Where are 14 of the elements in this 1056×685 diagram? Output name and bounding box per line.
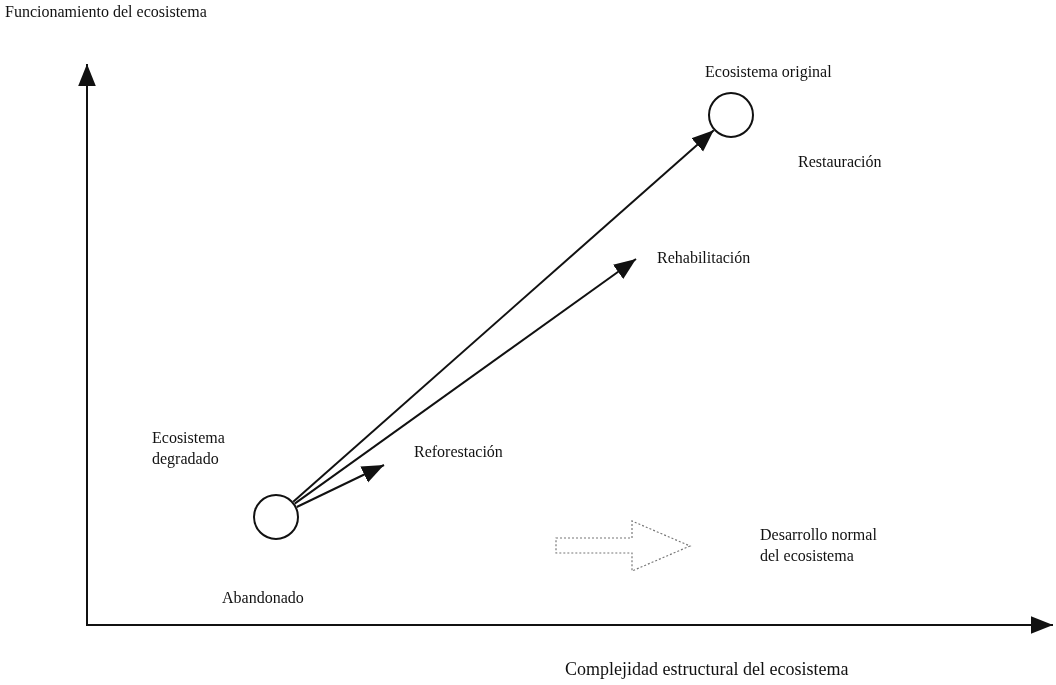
arrow bbox=[292, 129, 715, 503]
state-label: Ecosistema original bbox=[705, 62, 832, 83]
arrow bbox=[295, 464, 385, 508]
state-circle bbox=[708, 92, 754, 138]
axis-title: Funcionamiento del ecosistema bbox=[5, 2, 207, 22]
state-label: Abandonado bbox=[222, 588, 304, 608]
edge-label: Reforestación bbox=[414, 442, 503, 462]
state-label: Restauración bbox=[798, 152, 882, 172]
state-label: Ecosistema degradado bbox=[152, 428, 226, 470]
edge-label: Rehabilitación bbox=[657, 248, 751, 268]
axis-title: Complejidad estructural del ecosistema bbox=[565, 658, 849, 681]
arrow bbox=[293, 258, 637, 505]
note: Desarrollo normal del ecosistema bbox=[760, 525, 878, 566]
state-circle bbox=[253, 494, 299, 540]
